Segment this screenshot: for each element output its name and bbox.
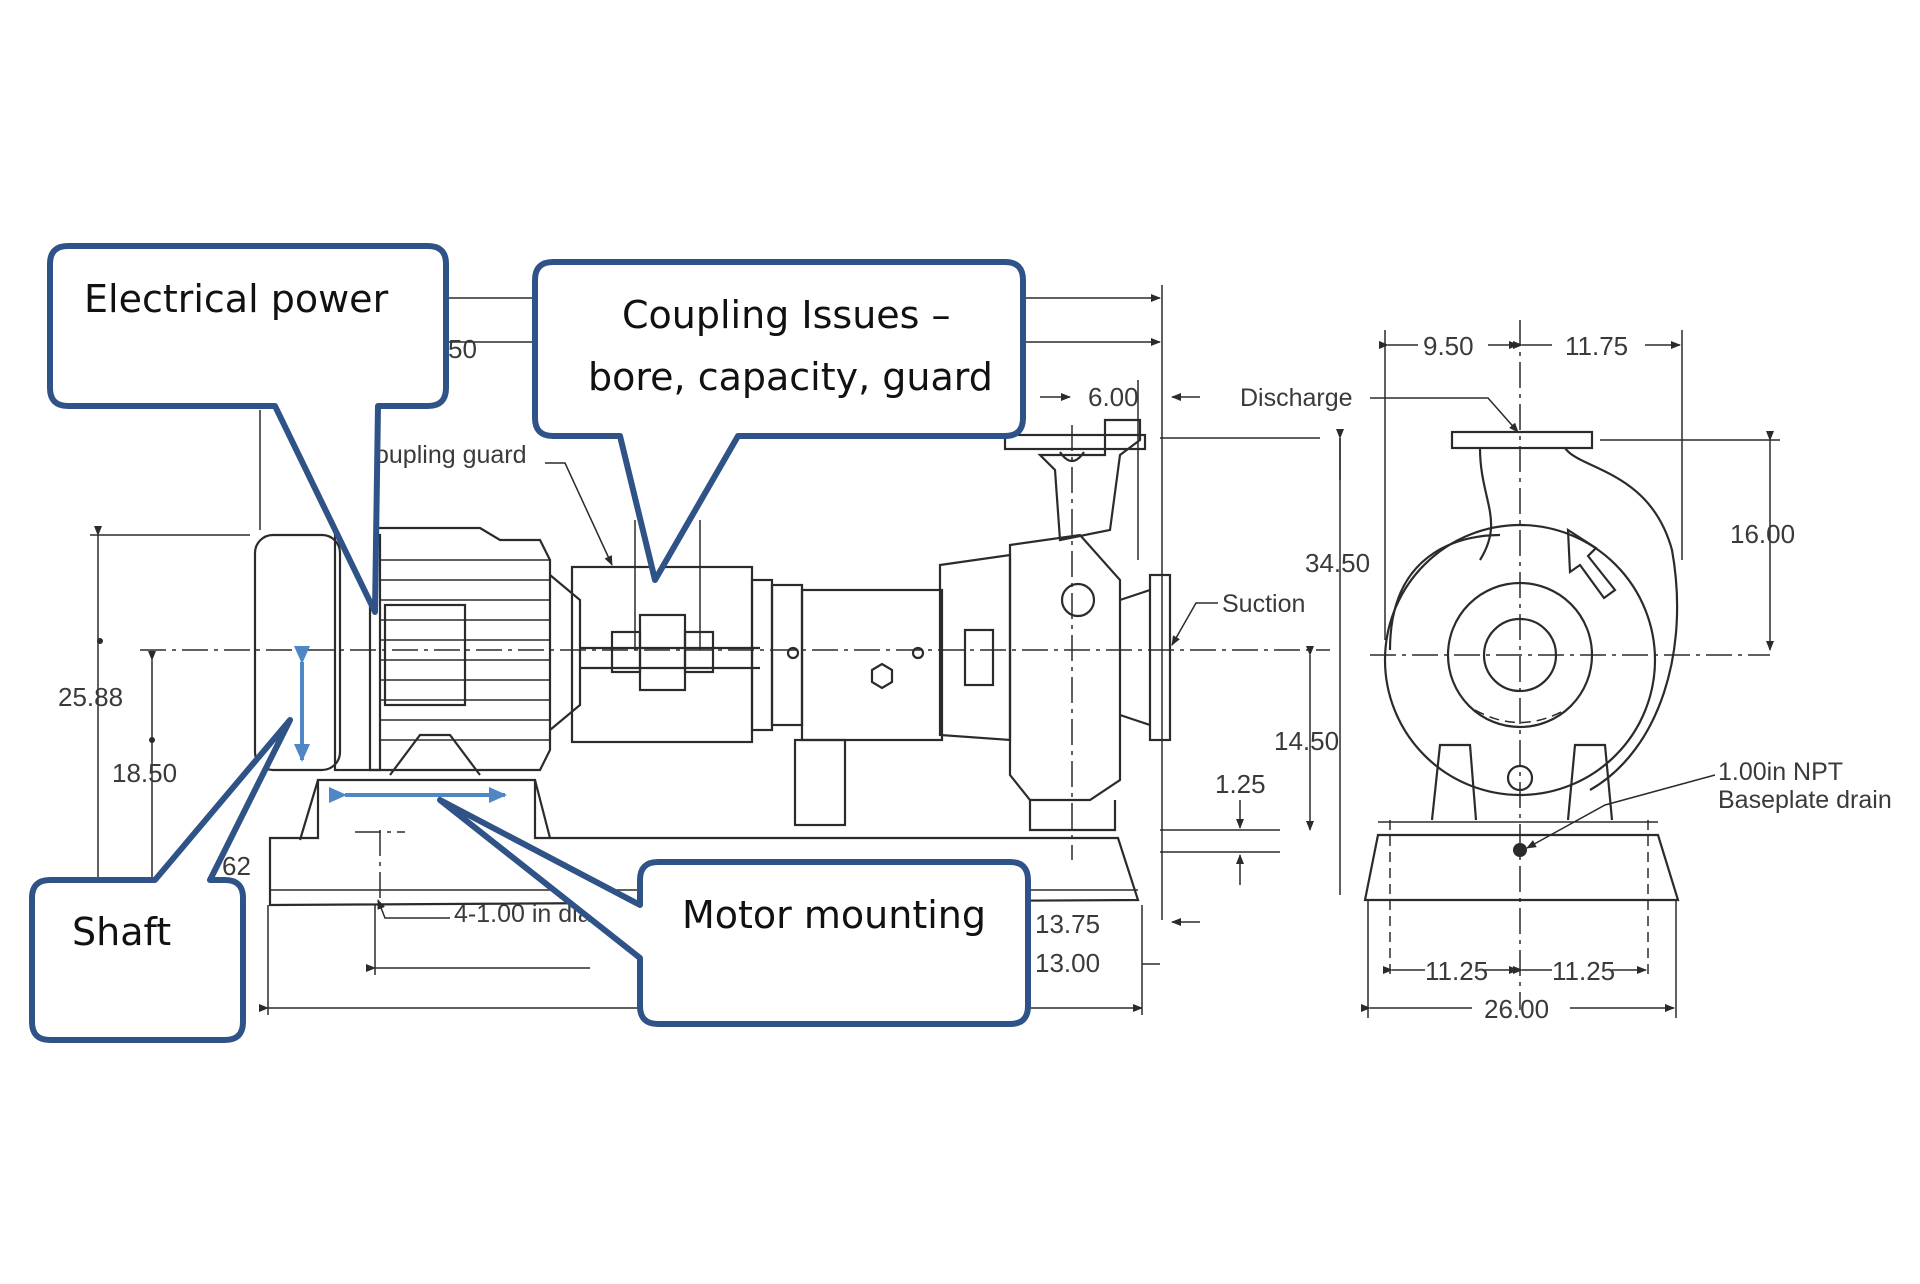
dim-26-00: 26.00	[1484, 994, 1549, 1024]
dim-11-25-right: 11.25	[1552, 956, 1615, 986]
coupling-hub-left	[610, 630, 642, 674]
suction-flange	[1148, 573, 1172, 742]
dim-34-50: 34.50	[1305, 548, 1370, 578]
coupling-guard	[570, 565, 754, 744]
callout-electrical-power-text: Electrical power	[84, 277, 389, 321]
dim-25-88: 25.88	[58, 682, 123, 712]
callout-coupling-issues-line2: bore, capacity, guard	[588, 355, 993, 399]
callout-coupling-issues-line1: Coupling Issues –	[622, 293, 951, 337]
coupling-body	[638, 613, 687, 692]
dim-14-50: 14.50	[1274, 726, 1339, 756]
dim-50: 50	[448, 334, 477, 364]
motor	[253, 526, 582, 776]
coupling-guard-label: oupling guard	[375, 441, 527, 469]
bearing-frame	[750, 553, 1012, 827]
callout-motor-mounting: Motor mounting	[437, 797, 1031, 1027]
drain-label-line2: Baseplate drain	[1718, 786, 1892, 814]
discharge-flange	[1003, 433, 1147, 451]
discharge-label: Discharge	[1240, 384, 1353, 412]
dim-1-25: 1.25	[1215, 769, 1266, 799]
coupling-hub-right	[683, 630, 715, 674]
side-view: 6.00 34.50 14.50 1.25 25.88 18.50 62 50 …	[58, 285, 1519, 1015]
end-view: 9.50 11.75 16.00 11.25 11.25 26.00 1.00i…	[1361, 320, 1892, 1024]
dim-11-75: 11.75	[1565, 331, 1628, 361]
callout-shaft-text: Shaft	[72, 910, 171, 954]
drain-label-line1: 1.00in NPT	[1718, 758, 1843, 786]
end-view-discharge-flange	[1450, 430, 1594, 450]
motor-pedestal	[298, 779, 552, 841]
callout-electrical-power: Electrical power	[47, 243, 449, 615]
pump-casing	[1003, 418, 1172, 832]
callout-shaft: Shaft	[29, 717, 293, 1043]
dim-13-75: 13.75	[1035, 909, 1100, 939]
dim-18-50: 18.50	[112, 758, 177, 788]
dim-9-50: 9.50	[1423, 331, 1474, 361]
dim-16-00: 16.00	[1730, 519, 1795, 549]
callout-motor-mounting-text: Motor mounting	[682, 893, 986, 937]
dim-11-25-left: 11.25	[1425, 956, 1488, 986]
callout-coupling-issues: Coupling Issues – bore, capacity, guard	[532, 259, 1026, 583]
dim-13-00: 13.00	[1035, 948, 1100, 978]
dim-6-00: 6.00	[1088, 382, 1139, 412]
suction-label: Suction	[1222, 590, 1305, 618]
dim-62: 62	[222, 851, 251, 881]
